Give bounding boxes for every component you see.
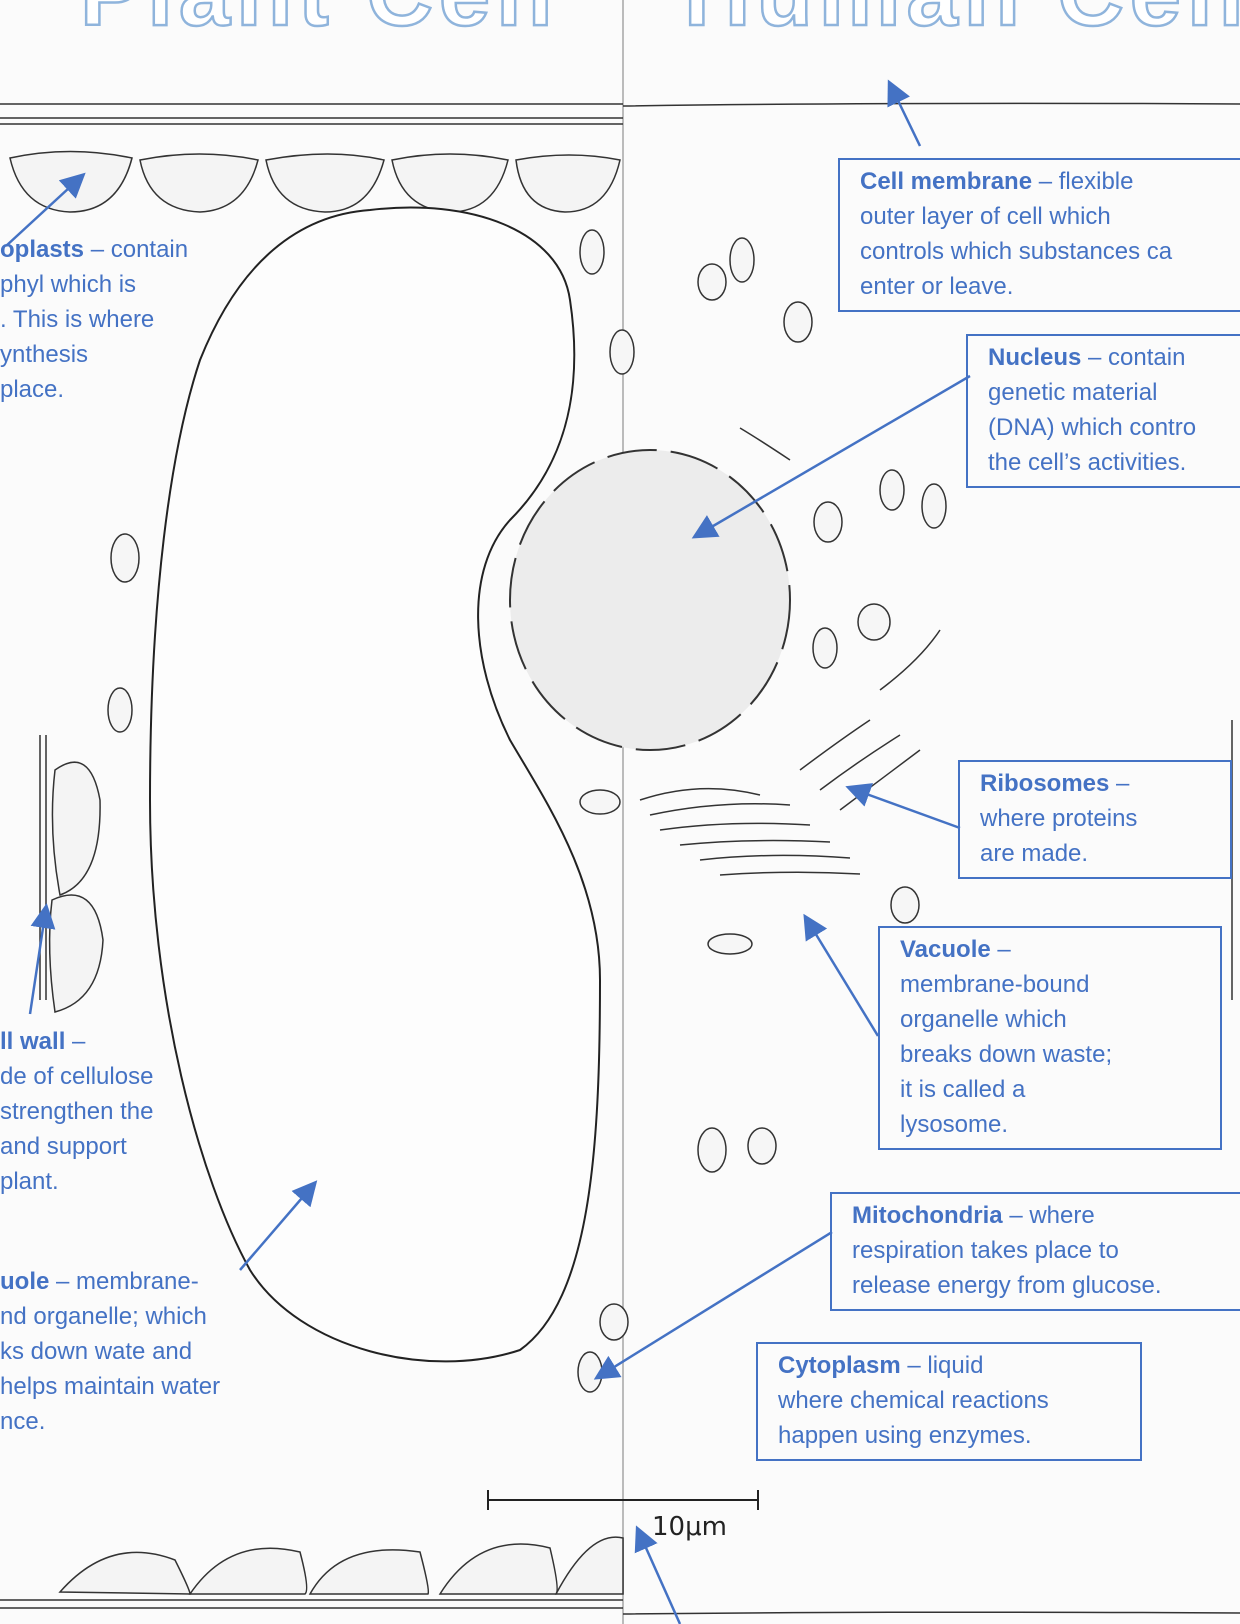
nucleus-label: Nucleus – contain genetic material (DNA)…	[966, 334, 1240, 488]
plant-vacuole-label: uole – membrane- nd organelle; which ks …	[0, 1264, 300, 1439]
chloroplasts-label: oplasts – contain phyl which is . This i…	[0, 232, 260, 407]
vacuole-label: Vacuole – membrane-bound organelle which…	[878, 926, 1222, 1150]
human-cell-heading: Human Cell	[684, 0, 1240, 47]
mitochondria-label: Mitochondria – where respiration takes p…	[830, 1192, 1240, 1311]
cell-wall-label: ll wall – de of cellulose strengthen the…	[0, 1024, 200, 1199]
chloroplasts-side	[50, 762, 103, 1012]
plant-cell-heading: Plant Cell	[80, 0, 559, 47]
cytoplasm-label: Cytoplasm – liquid where chemical reacti…	[756, 1342, 1142, 1461]
chloroplasts-bottom	[60, 1537, 623, 1594]
scale-bar-label: 10μm	[652, 1512, 727, 1542]
cell-membrane-label: Cell membrane – flexible outer layer of …	[838, 158, 1240, 312]
ribosomes-label: Ribosomes – where proteins are made.	[958, 760, 1232, 879]
chloroplasts-top	[10, 152, 620, 213]
nucleus-shape	[510, 450, 790, 750]
